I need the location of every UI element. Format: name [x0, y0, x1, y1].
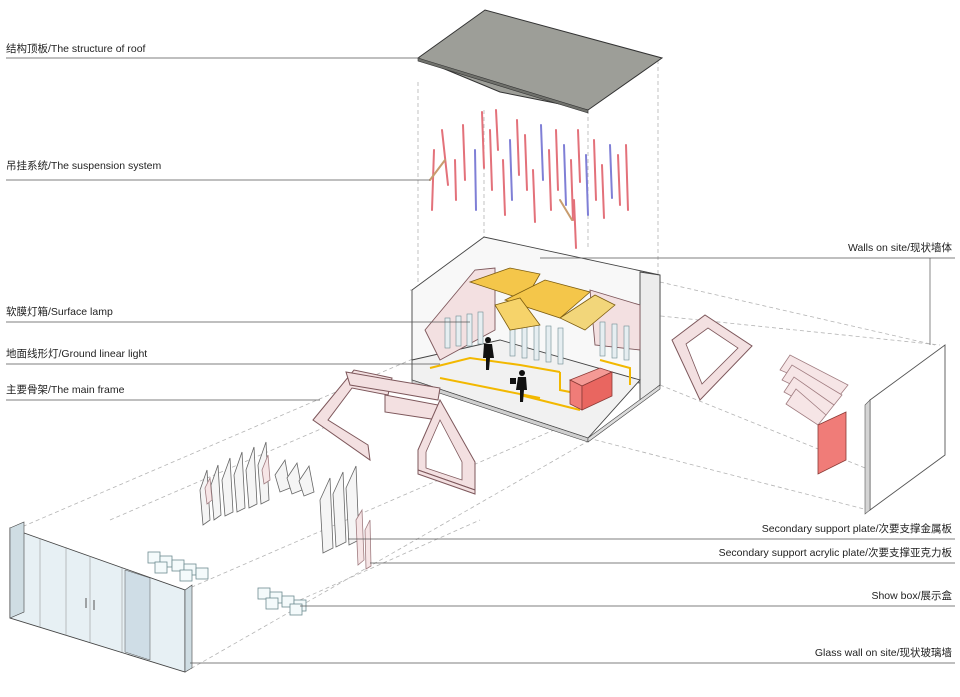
label-main-frame: 主要骨架/The main frame	[6, 384, 125, 396]
main-frame	[312, 369, 476, 495]
detached-red-panel	[817, 411, 847, 475]
label-roof: 结构顶板/The structure of roof	[6, 43, 146, 55]
leader-lines	[6, 57, 955, 664]
roof-slab	[416, 9, 664, 114]
show-boxes	[147, 551, 307, 616]
explosion-guides	[9, 60, 941, 673]
glass-wall	[9, 521, 193, 673]
label-walls-on-site: Walls on site/现状墙体	[847, 242, 952, 254]
label-secondary-acrylic-plate: Secondary support acrylic plate/次要支撑亚克力板	[718, 547, 952, 559]
detached-fins	[779, 354, 849, 426]
detached-side-frame	[671, 314, 753, 401]
label-glass-wall: Glass wall on site/现状玻璃墙	[814, 647, 952, 659]
wall-on-site-panel	[864, 344, 946, 515]
label-secondary-support-plate: Secondary support plate/次要支撑金属板	[761, 523, 952, 535]
secondary-support-plates	[199, 441, 372, 570]
label-suspension-system: 吊挂系统/The suspension system	[6, 160, 162, 172]
label-ground-linear-light: 地面线形灯/Ground linear light	[6, 348, 148, 360]
label-show-box: Show box/展示盒	[871, 590, 952, 602]
suspension-rods	[429, 109, 629, 249]
label-surface-lamp: 软膜灯箱/Surface lamp	[6, 306, 113, 318]
assembled-room	[411, 236, 661, 443]
